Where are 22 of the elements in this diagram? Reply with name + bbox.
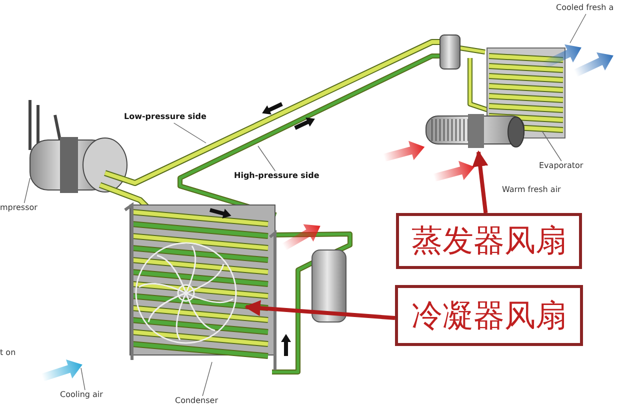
leader-line (174, 122, 206, 144)
part-label: Low-pressure side (124, 112, 206, 123)
leader-line (80, 368, 86, 390)
arrow (244, 300, 396, 320)
callout-box (396, 213, 582, 269)
part-label: t on (0, 348, 16, 358)
part-label: mpressor (0, 203, 46, 214)
part-label: Evaporator (539, 161, 591, 172)
part-label: Warm fresh air (502, 185, 561, 195)
arrow (472, 150, 488, 214)
part-label: Cooling air (60, 390, 112, 401)
part-label: High-pressure side (234, 171, 324, 182)
part-label: Condenser (175, 396, 227, 407)
callout-text: 蒸发器风扇 (412, 222, 566, 261)
callout-box (395, 285, 583, 346)
callout-text: 冷凝器风扇 (412, 296, 566, 336)
leader-line (542, 130, 562, 162)
leader-line (24, 178, 30, 204)
leader-line (570, 14, 586, 44)
leader-line (258, 146, 276, 172)
part-label: Cooled fresh a (556, 3, 620, 14)
leader-line (202, 362, 212, 396)
